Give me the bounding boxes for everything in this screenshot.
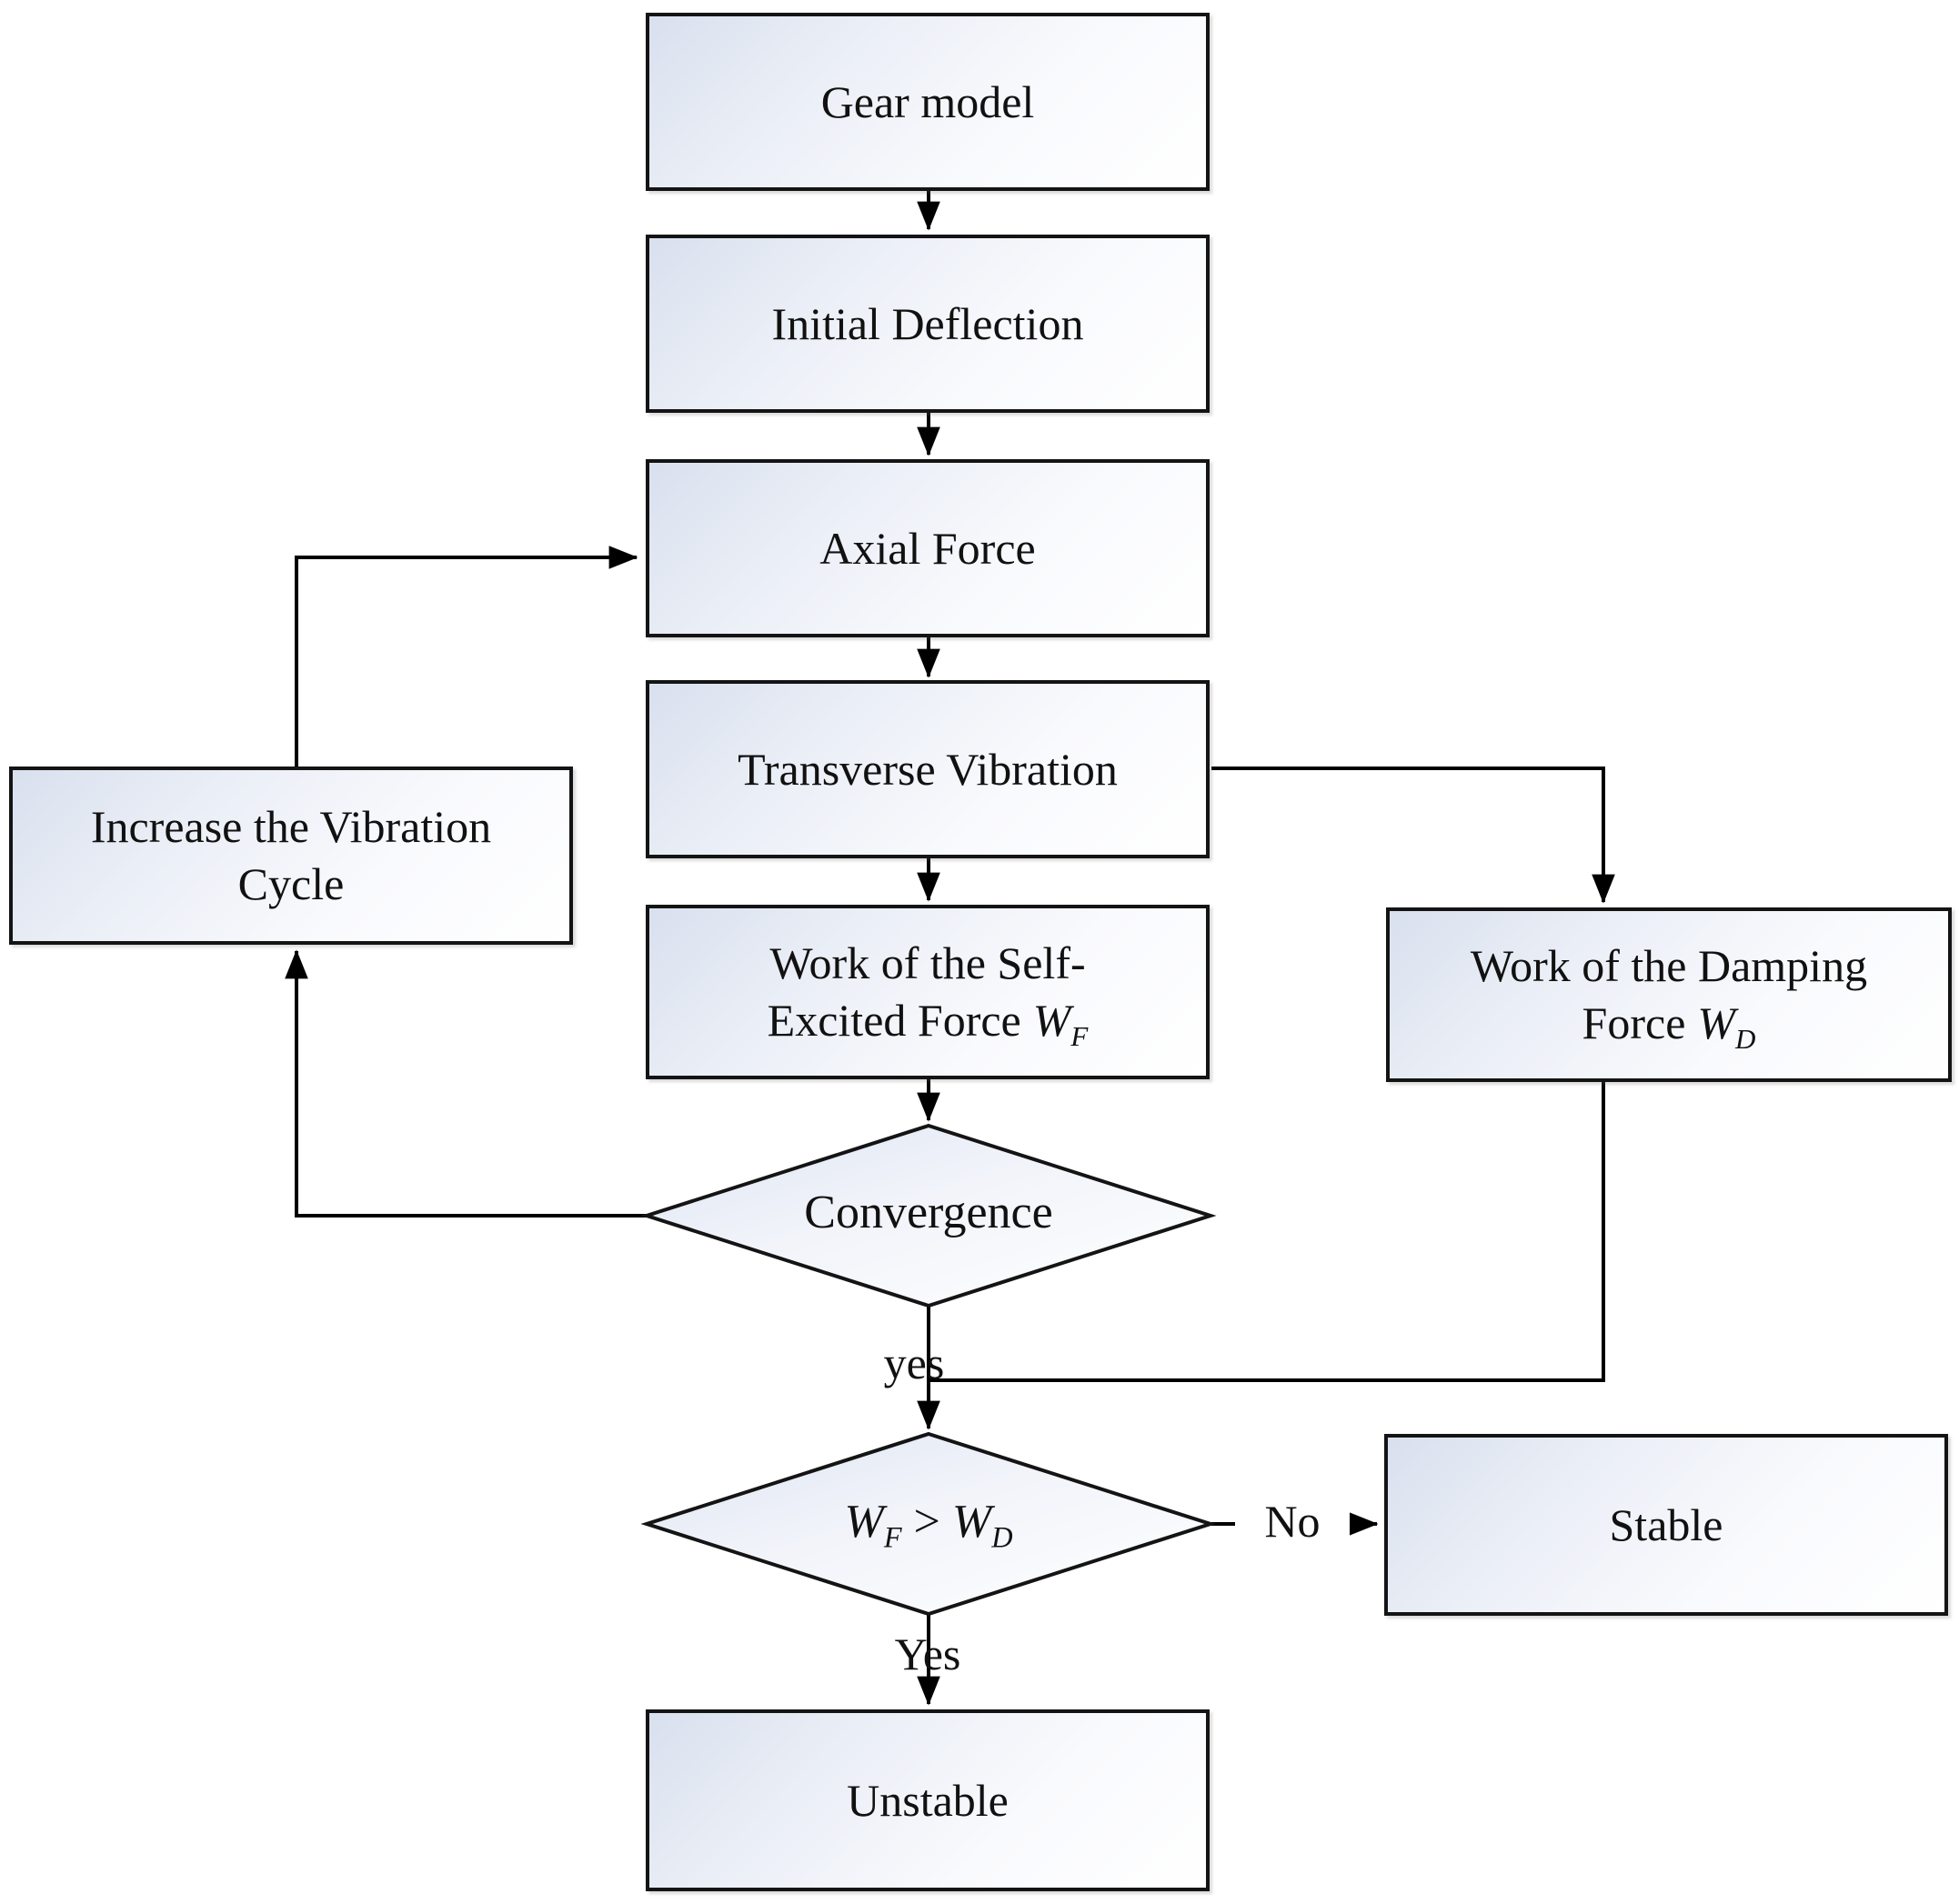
edge-damping-to-yes-junction <box>930 1082 1605 1382</box>
node-label: Axial Force <box>819 522 1036 574</box>
edge-label-no: No <box>1235 1497 1350 1547</box>
edge-transverse-to-damping <box>1211 767 1615 904</box>
edge-label-yes: Yes <box>894 1628 961 1679</box>
node-label: Stable <box>1609 1498 1723 1550</box>
edge-label-yes-lowercase: yes <box>883 1338 945 1388</box>
node-label: Initial Deflection <box>771 297 1084 349</box>
node-increase-vibration-cycle: Increase the Vibration Cycle <box>9 767 573 945</box>
variable-wf: W <box>844 1496 884 1548</box>
decision-convergence-shape <box>640 1123 1217 1308</box>
node-label: Unstable <box>847 1774 1009 1826</box>
node-unstable: Unstable <box>646 1709 1210 1891</box>
node-transverse-vibration: Transverse Vibration <box>646 680 1210 858</box>
node-label: Gear model <box>820 75 1035 127</box>
variable-wf: W <box>1032 995 1071 1046</box>
decision-convergence-label: Convergence <box>804 1187 1053 1238</box>
node-gear-model: Gear model <box>646 13 1210 191</box>
node-initial-deflection: Initial Deflection <box>646 235 1210 413</box>
node-label: Increase the Vibration Cycle <box>90 801 492 909</box>
decision-comparison-shape <box>640 1431 1217 1617</box>
edge-increase-to-axial <box>295 546 638 767</box>
decision-comparison-label: WF>WD <box>844 1496 1013 1554</box>
node-label: Transverse Vibration <box>738 743 1118 795</box>
variable-wd: W <box>1697 997 1736 1048</box>
node-axial-force: Axial Force <box>646 459 1210 637</box>
node-stable: Stable <box>1384 1434 1948 1616</box>
edge-convergence-to-increase <box>285 949 648 1218</box>
variable-wd: W <box>951 1496 992 1548</box>
